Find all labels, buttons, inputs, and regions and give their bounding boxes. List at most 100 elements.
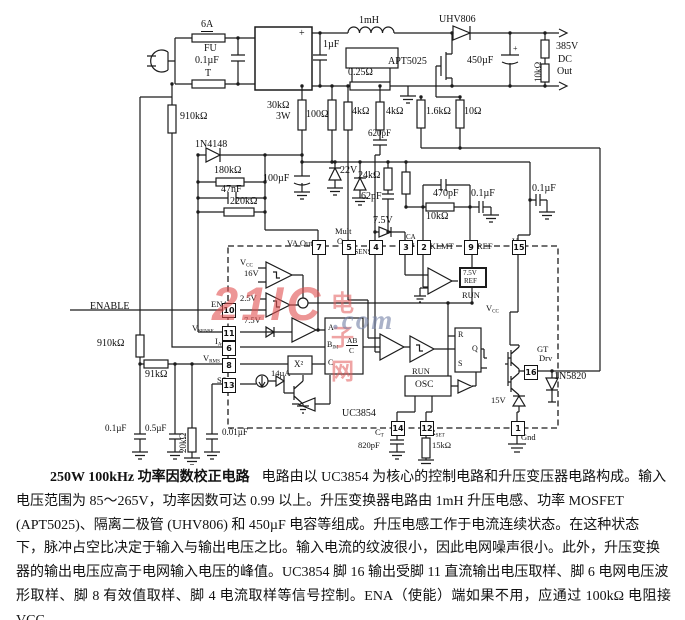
caption-line-5: 器的输出电压应高于电网输入电压的峰值。UC3854 脚 16 输出受脚 11 直… bbox=[16, 565, 669, 581]
output-dc-label: DC bbox=[558, 54, 572, 65]
resistor-220k-label: 220kΩ bbox=[230, 196, 258, 207]
pin-6: 6 bbox=[222, 341, 236, 356]
pin-va-out-label: VA Out bbox=[287, 238, 313, 248]
resistor-91k-label: 91kΩ bbox=[145, 369, 168, 380]
ff-q-label: Q bbox=[472, 344, 478, 353]
boost-diode-label: UHV806 bbox=[439, 14, 476, 25]
pin-isense-label: ISENSE bbox=[352, 248, 376, 256]
pin-iac-label: IAC bbox=[215, 336, 225, 347]
resistor-30k-wattage-label: 3W bbox=[276, 111, 291, 122]
pin-4: 4 bbox=[369, 240, 383, 255]
caption-line-4: 下，脉冲占空比决定于输入与输出电压之比。输入电流的纹波很小，因此电网噪声很小。此… bbox=[16, 541, 660, 557]
bulk-cap-label: 450µF bbox=[467, 55, 494, 66]
filter-cap-label: 1µF bbox=[323, 39, 340, 50]
caption-line-2: 电压范围为 85～265V，功率因数可达 0.99 以上。升压变换器电路由 1m… bbox=[16, 493, 624, 509]
pin-3: 3 bbox=[399, 240, 413, 255]
mult-formula-num-label: AB bbox=[346, 336, 359, 346]
pin-pklmt-label: PKLMT bbox=[425, 241, 454, 251]
comp-2v5-label: 2.5V bbox=[240, 293, 257, 303]
mult-input-a-label: A bbox=[328, 323, 334, 332]
pin-ena-label: ENA bbox=[211, 299, 229, 309]
cap-62p-label: 62pF bbox=[361, 191, 382, 202]
ic-name-label: UC3854 bbox=[342, 408, 376, 419]
thermistor-label: T bbox=[205, 68, 212, 79]
zener-22v-label: 22V bbox=[340, 165, 358, 176]
squarer-label: X² bbox=[294, 359, 304, 369]
cap-820p-label: 820pF bbox=[358, 440, 380, 450]
pin-ref-label: REF bbox=[477, 241, 493, 251]
ref-ref-label: REF bbox=[464, 277, 477, 285]
caption: 250W 100kHz 功率因数校正电路电路由以 UC3854 为核心的控制电路… bbox=[16, 466, 671, 620]
resistor-15k-label: 15kΩ bbox=[432, 440, 452, 450]
resistor-180k-label: 180kΩ bbox=[214, 165, 242, 176]
pin-gt-label: GT bbox=[537, 344, 549, 354]
ff-s-label: S bbox=[458, 359, 463, 368]
input-cap-label: 0.1µF bbox=[195, 55, 219, 66]
diode-1n5820-label: 1N5820 bbox=[554, 371, 587, 382]
caption-title: 250W 100kHz 功率因数校正电路 bbox=[50, 470, 250, 485]
current-sense-resistor-label: 0.25Ω bbox=[348, 67, 373, 78]
caption-body-1: 电路由以 UC3854 为核心的控制电路和升压变压器电路构成。输入 bbox=[261, 470, 667, 485]
pin-2: 2 bbox=[417, 240, 431, 255]
pin-5: 5 bbox=[342, 240, 356, 255]
pin-13: 13 bbox=[222, 378, 236, 393]
zener-7v5-a-label: 7.5V bbox=[373, 215, 393, 226]
resistor-910k-top-label: 910kΩ bbox=[180, 111, 208, 122]
boost-inductor-label: 1mH bbox=[359, 15, 379, 26]
diode-1n4148-label: 1N4148 bbox=[195, 139, 228, 150]
mult-formula-den-label: C bbox=[349, 346, 355, 355]
bridge-plus-label: + bbox=[299, 28, 305, 39]
pin-7: 7 bbox=[312, 240, 326, 255]
cap-47n-label: 47nF bbox=[221, 184, 242, 195]
output-out-label: Out bbox=[557, 66, 572, 77]
pin-11: 11 bbox=[222, 326, 236, 341]
mult-input-c-label: C bbox=[328, 358, 334, 367]
run-label: RUN bbox=[462, 290, 480, 300]
caption-line-1: 250W 100kHz 功率因数校正电路电路由以 UC3854 为核心的控制电路… bbox=[16, 466, 671, 490]
ct-label: CT bbox=[375, 427, 384, 439]
resistor-100-label: 100Ω bbox=[306, 109, 329, 120]
ff-r-label: R bbox=[458, 330, 464, 339]
resistor-24k-label: 24kΩ bbox=[358, 170, 381, 181]
fuse-designator-label: FU bbox=[204, 43, 217, 54]
cap-01u-a-label: 0.1µF bbox=[471, 188, 495, 199]
pin-drv-label: Drv bbox=[539, 353, 553, 363]
cap-001u-label: 0.01µF bbox=[222, 427, 248, 437]
zener-15v-label: 15V bbox=[491, 395, 506, 405]
pin-vrms-label: VRMS bbox=[203, 353, 220, 365]
resistor-10-label: 10Ω bbox=[464, 106, 482, 117]
pin-9: 9 bbox=[464, 240, 478, 255]
resistor-910k-left-label: 910kΩ bbox=[97, 338, 125, 349]
cap-05u-label: 0.5µF bbox=[145, 423, 167, 433]
mosfet-label: APT5025 bbox=[388, 56, 427, 67]
resistor-10k-b-label: 10kΩ bbox=[426, 211, 449, 222]
caption-line-3: (APT5025)、隔离二极管 (UHV806) 和 450µF 电容等组成。升… bbox=[16, 517, 640, 533]
pin-gnd-label: Gnd bbox=[521, 432, 536, 442]
pin-12: 12 bbox=[420, 421, 434, 436]
pin-10: 10 bbox=[222, 303, 236, 318]
pin-ss-label: SS bbox=[217, 376, 226, 385]
divider-resistor-label: 10kΩ bbox=[533, 61, 543, 82]
osc-label: OSC bbox=[415, 380, 434, 390]
resistor-1k6-label: 1.6kΩ bbox=[426, 106, 451, 117]
bulk-cap-polarity-label: + bbox=[513, 44, 518, 53]
output-voltage-label: 385V bbox=[556, 41, 579, 52]
resistor-4k-a-label: 4kΩ bbox=[352, 106, 370, 117]
pin-vsense-label: VSENSE bbox=[192, 323, 214, 335]
comp-16v-label: 16V bbox=[244, 268, 259, 278]
cap-01u-c-label: 0.1µF bbox=[105, 423, 127, 433]
resistor-4k-b-label: 4kΩ bbox=[386, 106, 404, 117]
enable-net-label: ENABLE bbox=[90, 301, 130, 312]
clamp-7v5-label: 7.5V bbox=[244, 315, 261, 325]
pin-14: 14 bbox=[391, 421, 405, 436]
pin-1: 1 bbox=[511, 421, 525, 436]
resistor-30k-label: 30kΩ bbox=[267, 100, 290, 111]
comp-vcc-label: VCC bbox=[240, 257, 253, 269]
ref-7v5-label: 7.5V bbox=[463, 269, 477, 277]
cap-01u-b-label: 0.1µF bbox=[532, 183, 556, 194]
cap-620p-label: 620pF bbox=[368, 128, 392, 138]
pin-8: 8 bbox=[222, 358, 236, 373]
pin-mult-label: Mult bbox=[335, 226, 352, 236]
cap-100u-label: 100µF bbox=[263, 173, 290, 184]
pin-ca-label: CA bbox=[406, 233, 416, 241]
